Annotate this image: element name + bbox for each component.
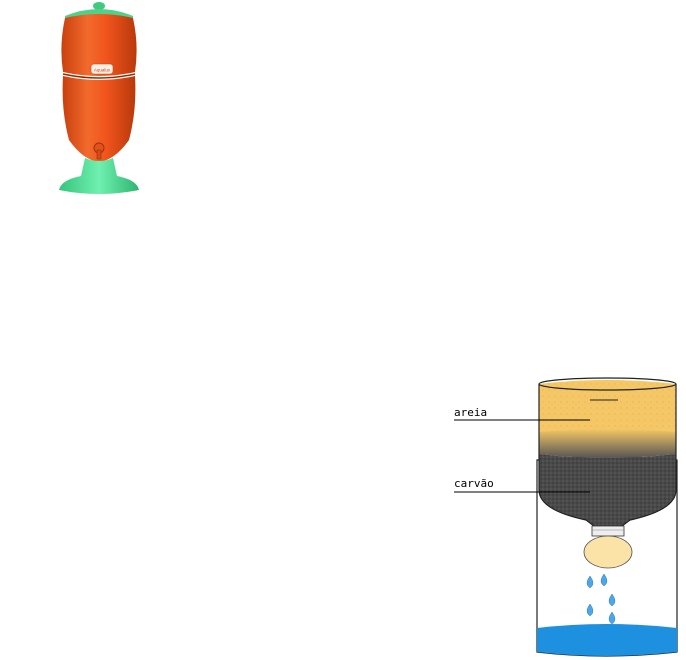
charcoal-layer [539, 454, 676, 526]
clay-water-filter: Aqualux [55, 0, 145, 200]
layer-transition [539, 429, 676, 458]
bottle-neck [592, 526, 624, 536]
cotton-filter [584, 536, 632, 568]
water-drop-icon [587, 574, 615, 624]
filtered-water [537, 624, 677, 656]
brand-text: Aqualux [94, 68, 111, 73]
sand-label: areia [454, 406, 487, 419]
lid-knob [93, 2, 105, 10]
bottle-filter-diagram: areia carvão [440, 370, 686, 660]
charcoal-label: carvão [454, 477, 494, 490]
filter-base [59, 158, 139, 194]
